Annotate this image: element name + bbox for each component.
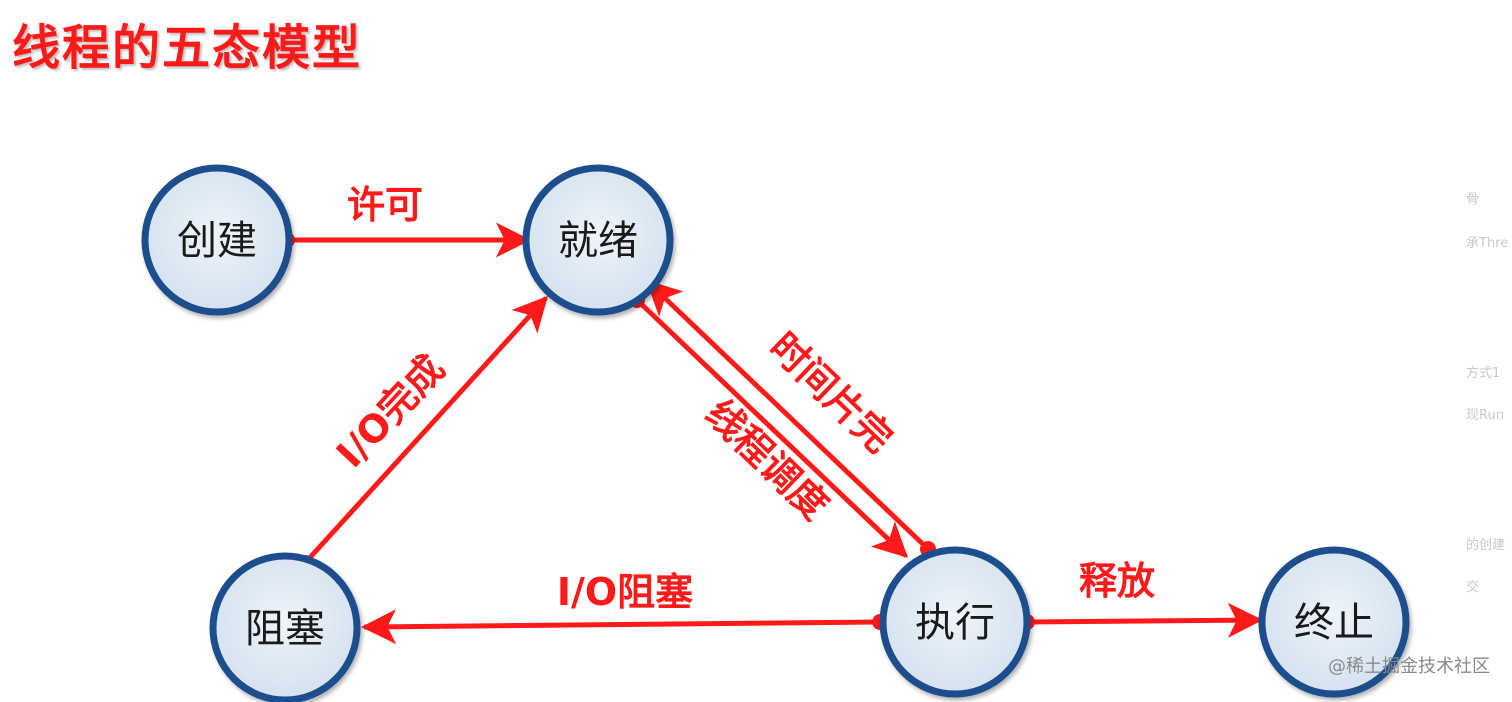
state-label-running: 执行 (915, 600, 995, 646)
edge-running-to-terminated (1019, 602, 1263, 638)
side-text-fragment: 方式1 (1466, 366, 1501, 381)
side-text-fragment: 的创建 (1466, 538, 1506, 553)
state-node-running: 执行 (879, 546, 1031, 698)
edge-label-release: 释放 (1079, 559, 1155, 603)
watermark: @稀土掘金技术社区 (1328, 656, 1490, 677)
edge-blocked-to-ready (297, 295, 548, 571)
state-label-blocked: 阻塞 (245, 606, 325, 652)
side-text-fragment: 交 (1466, 580, 1480, 595)
edge-label-permit: 许可 (347, 183, 423, 227)
edge-running-to-blocked (361, 609, 888, 645)
side-text-fragment: 承Thre (1466, 236, 1509, 251)
state-node-ready: 就绪 (522, 164, 674, 316)
state-label-terminated: 终止 (1294, 600, 1374, 646)
side-text-fragment: 现Run (1466, 408, 1504, 423)
edge-label-io-complete: I/O完成 (328, 346, 453, 476)
diagram-title: 线程的五态模型 (12, 20, 363, 76)
edge-label-io-block: I/O阻塞 (557, 570, 693, 614)
side-text-fragment: 骨 (1466, 192, 1480, 207)
state-node-create: 创建 (141, 164, 293, 316)
state-label-create: 创建 (177, 218, 257, 264)
edge-label-scheduling: 线程调度 (697, 391, 837, 528)
state-node-terminated: 终止 (1258, 546, 1410, 698)
edge-create-to-ready (279, 222, 531, 258)
state-node-blocked: 阻塞 (209, 552, 361, 702)
state-label-ready: 就绪 (558, 218, 638, 264)
